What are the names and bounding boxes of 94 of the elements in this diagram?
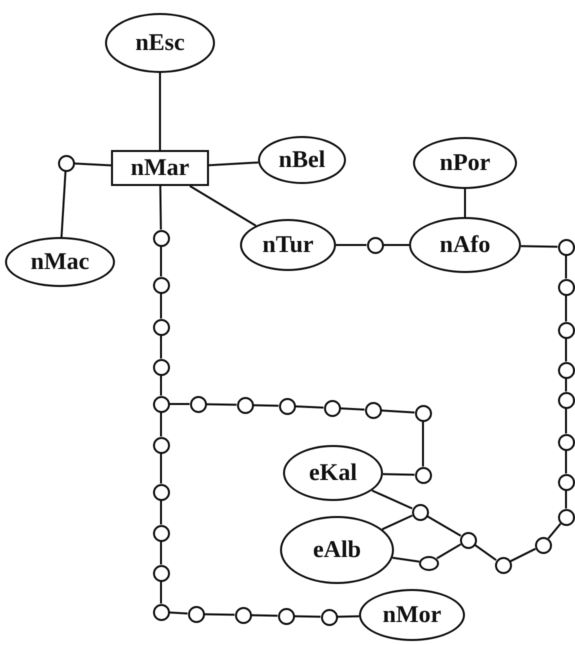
empty-circle-node bbox=[494, 556, 512, 574]
connector-line bbox=[159, 186, 162, 230]
connector-line bbox=[382, 473, 415, 476]
empty-circle-node bbox=[412, 504, 428, 520]
empty-circle-node bbox=[152, 276, 170, 294]
connector-line bbox=[74, 162, 112, 166]
connector-line bbox=[160, 246, 162, 276]
node-box bbox=[111, 150, 209, 186]
node-label: nTur bbox=[262, 232, 314, 258]
connector-line bbox=[160, 294, 162, 318]
empty-circle-node bbox=[320, 608, 338, 626]
connector-line bbox=[295, 405, 324, 409]
empty-circle-node bbox=[558, 392, 574, 408]
connector-line bbox=[565, 296, 567, 322]
empty-circle-node bbox=[324, 400, 340, 416]
connector-line bbox=[160, 376, 162, 396]
empty-circle-node bbox=[152, 604, 170, 620]
empty-circle-node bbox=[152, 396, 170, 412]
connector-line bbox=[384, 244, 409, 246]
connector-line bbox=[160, 582, 162, 604]
connector-line bbox=[160, 336, 162, 358]
node-label: nPor bbox=[440, 150, 490, 176]
connector-line bbox=[204, 613, 235, 616]
empty-circle-node bbox=[558, 362, 574, 378]
empty-circle-node bbox=[236, 396, 254, 414]
connector-line bbox=[372, 490, 413, 510]
empty-circle-node bbox=[152, 436, 170, 454]
connector-line bbox=[565, 450, 567, 474]
empty-circle-node bbox=[152, 230, 170, 246]
connector-line bbox=[208, 162, 258, 166]
empty-circle-node bbox=[188, 606, 204, 622]
connector-line bbox=[160, 454, 162, 484]
empty-circle-node bbox=[558, 474, 574, 490]
empty-circle-node bbox=[234, 606, 252, 624]
empty-circle-node bbox=[190, 396, 206, 412]
empty-circle-node bbox=[558, 322, 574, 338]
empty-circle-node bbox=[58, 154, 74, 172]
connector-line bbox=[426, 515, 462, 537]
connector-line bbox=[253, 404, 279, 407]
connector-line bbox=[206, 403, 237, 406]
empty-circle-node bbox=[558, 434, 574, 450]
node-label: nEsc bbox=[135, 30, 185, 56]
empty-circle-node bbox=[558, 238, 574, 256]
empty-circle-node bbox=[152, 484, 170, 500]
connector-line bbox=[294, 615, 321, 618]
connector-line bbox=[565, 338, 567, 362]
connector-line bbox=[422, 422, 424, 466]
connector-line bbox=[160, 412, 162, 436]
node-label: nMar bbox=[130, 154, 190, 182]
connector-line bbox=[565, 256, 567, 278]
node-label: nMac bbox=[30, 248, 90, 276]
connector-line bbox=[336, 244, 366, 246]
connector-line bbox=[510, 548, 536, 562]
empty-circle-node bbox=[366, 236, 384, 254]
empty-circle-node bbox=[419, 556, 439, 570]
empty-circle-node bbox=[558, 508, 574, 526]
connector-line bbox=[337, 615, 360, 618]
empty-circle-node bbox=[278, 608, 294, 624]
connector-line bbox=[160, 500, 162, 524]
connector-line bbox=[548, 522, 562, 540]
connector-line bbox=[170, 403, 190, 405]
node-label: eAlb bbox=[313, 536, 361, 564]
connector-line bbox=[520, 245, 558, 248]
connector-line bbox=[382, 514, 413, 530]
connector-line bbox=[436, 543, 462, 560]
empty-circle-node bbox=[278, 398, 296, 414]
connector-line bbox=[392, 556, 420, 563]
connector-line bbox=[565, 378, 567, 392]
connector-line bbox=[565, 490, 567, 508]
connector-line bbox=[169, 612, 188, 614]
node-label: nMor bbox=[382, 602, 442, 628]
empty-circle-node bbox=[152, 318, 170, 336]
connector-line bbox=[60, 171, 66, 238]
connector-line bbox=[340, 407, 365, 411]
connector-line bbox=[381, 410, 415, 414]
empty-circle-node bbox=[152, 358, 170, 376]
node-label: nBel bbox=[278, 146, 326, 174]
connector-line bbox=[159, 73, 161, 150]
empty-circle-node bbox=[414, 466, 432, 484]
connector-line bbox=[474, 544, 497, 561]
connector-line bbox=[189, 185, 256, 227]
empty-circle-node bbox=[460, 532, 476, 548]
empty-circle-node bbox=[558, 278, 574, 296]
node-label: eKal bbox=[309, 460, 357, 486]
connector-line bbox=[251, 614, 278, 617]
empty-circle-node bbox=[534, 536, 552, 554]
empty-circle-node bbox=[364, 402, 382, 418]
empty-circle-node bbox=[414, 404, 432, 422]
empty-circle-node bbox=[152, 564, 170, 582]
connector-line bbox=[160, 542, 162, 564]
connector-line bbox=[464, 189, 466, 217]
empty-circle-node bbox=[152, 524, 170, 542]
connector-line bbox=[565, 408, 567, 434]
node-label: nAfo bbox=[440, 232, 490, 258]
